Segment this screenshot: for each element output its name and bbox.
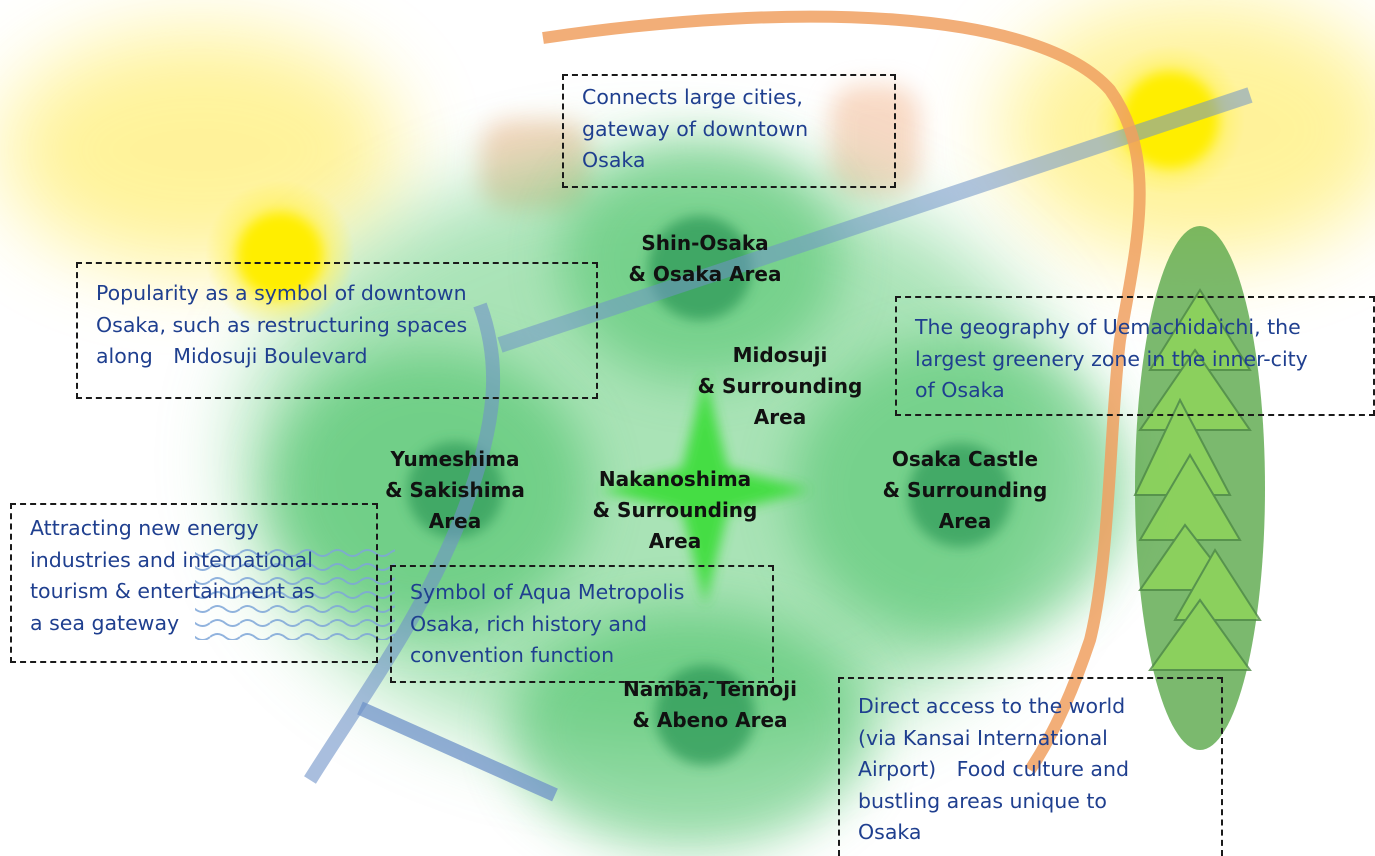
blue-rail-spur (357, 701, 558, 802)
note-nakanoshima: Symbol of Aqua Metropolis Osaka, rich hi… (390, 565, 774, 683)
area-label-shin-osaka: Shin-Osaka & Osaka Area (628, 231, 782, 286)
note-namba: Direct access to the world (via Kansai I… (838, 677, 1223, 856)
castle-hub (908, 443, 1012, 547)
area-label-midosuji: Midosuji & Surrounding Area (697, 343, 863, 429)
note-yumeshima: Attracting new energy industries and int… (10, 503, 378, 663)
trees-icon (1133, 288, 1262, 671)
note-osaka-castle: The geography of Uemachidaichi, the larg… (895, 296, 1375, 416)
blue-rail-diagonal (497, 87, 1253, 353)
area-label-yumeshima: Yumeshima & Sakishima Area (385, 447, 525, 533)
note-midosuji: Popularity as a symbol of downtown Osaka… (76, 262, 598, 399)
area-label-osaka-castle: Osaka Castle & Surrounding Area (882, 447, 1048, 533)
note-shin-osaka: Connects large cities, gateway of downto… (562, 74, 896, 188)
area-label-nakanoshima: Nakanoshima & Surrounding Area (592, 467, 758, 553)
namba-hub (655, 665, 755, 765)
orange-rail-loop (542, 10, 1146, 774)
area-label-namba: Namba, Tennoji & Abeno Area (623, 677, 797, 732)
sun-west-core (238, 213, 322, 297)
orange-block-2 (830, 85, 920, 195)
blue-rail-west (304, 302, 501, 784)
sea-waves (195, 545, 395, 640)
nakanoshima-star (600, 375, 810, 605)
